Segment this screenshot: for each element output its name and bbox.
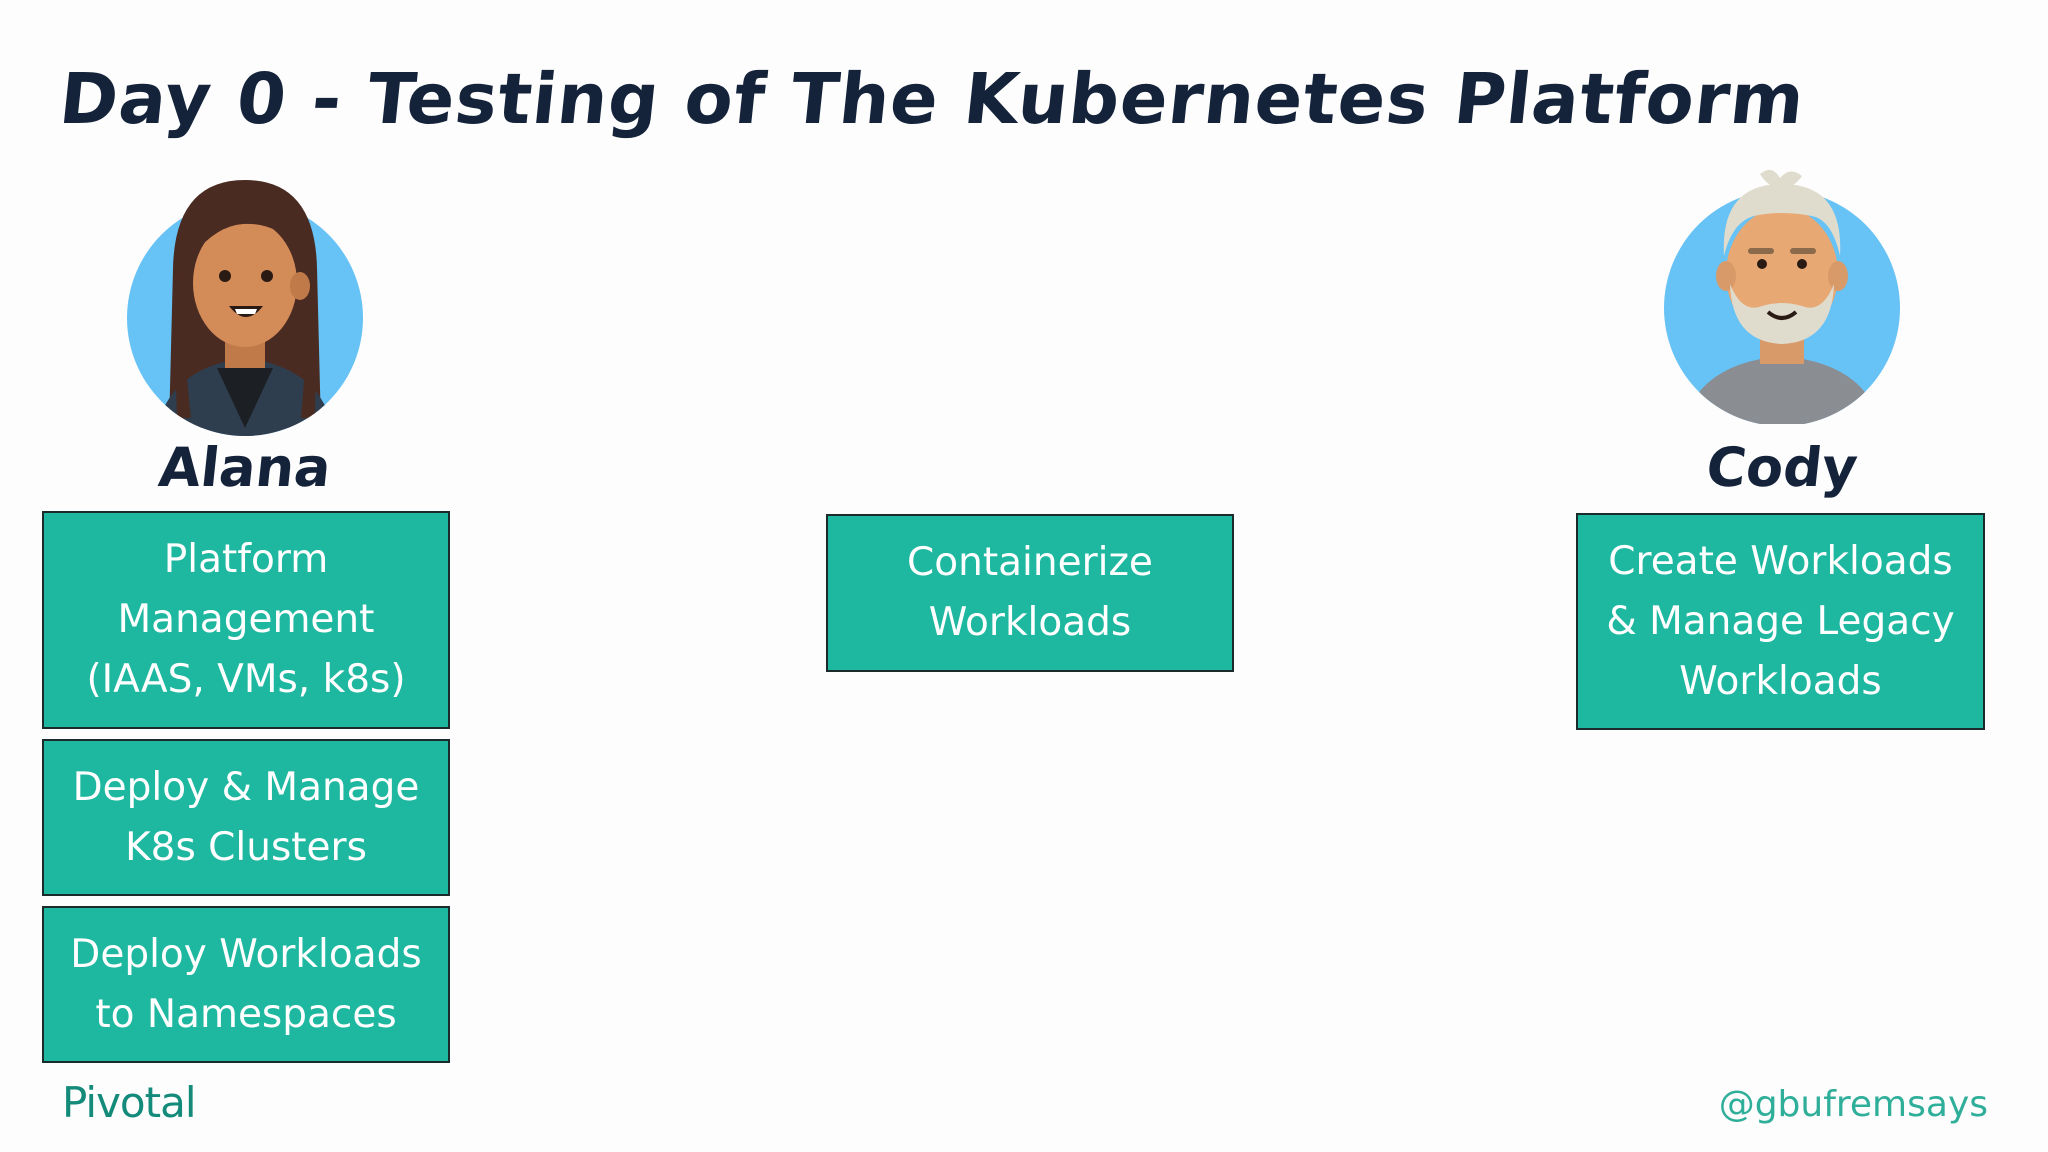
slide-title: Day 0 - Testing of The Kubernetes Platfo…	[55, 58, 1809, 140]
bearded-man-avatar-icon	[1664, 169, 1900, 424]
containerize-workloads-label: Containerize Workloads	[907, 540, 1153, 645]
deploy-manage-clusters-box: Deploy & Manage K8s Clusters	[42, 739, 450, 896]
persona-name-alana: Alana	[155, 436, 335, 499]
deploy-manage-clusters-label: Deploy & Manage K8s Clusters	[72, 764, 420, 870]
containerize-workloads-box: Containerize Workloads	[826, 514, 1234, 672]
platform-management-box: Platform Management (IAAS, VMs, k8s)	[42, 511, 450, 729]
persona-name-cody: Cody	[1703, 436, 1861, 499]
deploy-workloads-label: Deploy Workloads to Namespaces	[70, 931, 422, 1037]
woman-avatar-icon	[127, 180, 363, 436]
pivotal-logo: Pivotal	[62, 1078, 196, 1127]
create-workloads-box: Create Workloads & Manage Legacy Workloa…	[1576, 513, 1985, 730]
twitter-handle: @gbufremsays	[1718, 1084, 1988, 1125]
deploy-workloads-box: Deploy Workloads to Namespaces	[42, 906, 450, 1063]
platform-management-label: Platform Management (IAAS, VMs, k8s)	[86, 537, 406, 702]
create-workloads-label: Create Workloads & Manage Legacy Workloa…	[1606, 538, 1955, 704]
